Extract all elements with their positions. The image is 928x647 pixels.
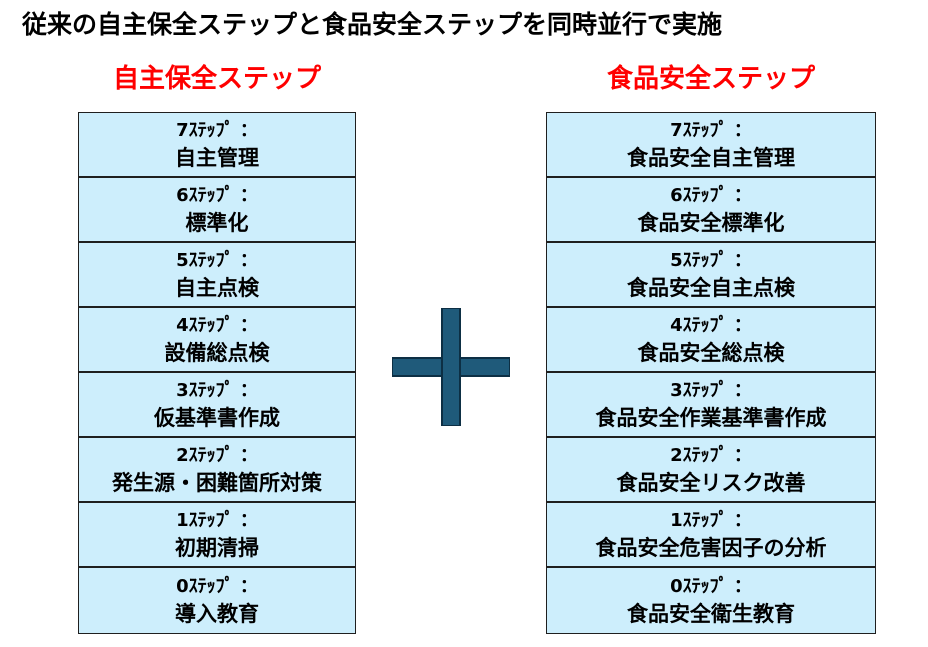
step-label: 1ｽﾃｯﾌﾟ ： [670,509,752,531]
step-name: 初期清掃 [175,535,259,560]
step-name: 自主管理 [175,145,259,170]
left-step-3: 3ｽﾃｯﾌﾟ ： 仮基準書作成 [79,373,355,438]
step-label: 6ｽﾃｯﾌﾟ ： [670,184,752,206]
step-name: 発生源・困難箇所対策 [112,470,322,495]
right-column-heading: 食品安全ステップ [606,64,815,94]
step-label: 7ｽﾃｯﾌﾟ ： [670,119,752,141]
step-name: 設備総点検 [164,340,270,365]
left-step-7: 7ｽﾃｯﾌﾟ ： 自主管理 [79,113,355,178]
autonomous-maintenance-steps: 7ｽﾃｯﾌﾟ ： 自主管理 6ｽﾃｯﾌﾟ ： 標準化 5ｽﾃｯﾌﾟ ： 自主点検… [78,112,356,634]
left-step-4: 4ｽﾃｯﾌﾟ ： 設備総点検 [79,308,355,373]
step-label: 2ｽﾃｯﾌﾟ ： [670,444,752,466]
step-label: 4ｽﾃｯﾌﾟ ： [670,314,752,336]
step-label: 7ｽﾃｯﾌﾟ ： [176,119,258,141]
right-step-5: 5ｽﾃｯﾌﾟ ： 食品安全自主点検 [547,243,875,308]
step-label: 5ｽﾃｯﾌﾟ ： [670,249,752,271]
step-label: 4ｽﾃｯﾌﾟ ： [176,314,258,336]
plus-icon [392,308,510,426]
left-step-6: 6ｽﾃｯﾌﾟ ： 標準化 [79,178,355,243]
step-name: 食品安全自主点検 [627,275,795,300]
step-name: 食品安全作業基準書作成 [595,405,827,430]
page-title: 従来の自主保全ステップと食品安全ステップを同時並行で実施 [22,10,723,39]
step-label: 3ｽﾃｯﾌﾟ ： [176,379,258,401]
step-name: 仮基準書作成 [154,405,280,430]
right-step-0: 0ｽﾃｯﾌﾟ ： 食品安全衛生教育 [547,568,875,633]
step-name: 食品安全総点検 [637,340,785,365]
left-step-0: 0ｽﾃｯﾌﾟ ： 導入教育 [79,568,355,633]
left-step-1: 1ｽﾃｯﾌﾟ ： 初期清掃 [79,503,355,568]
left-step-5: 5ｽﾃｯﾌﾟ ： 自主点検 [79,243,355,308]
left-step-2: 2ｽﾃｯﾌﾟ ： 発生源・困難箇所対策 [79,438,355,503]
right-step-3: 3ｽﾃｯﾌﾟ ： 食品安全作業基準書作成 [547,373,875,438]
right-step-7: 7ｽﾃｯﾌﾟ ： 食品安全自主管理 [547,113,875,178]
right-step-1: 1ｽﾃｯﾌﾟ ： 食品安全危害因子の分析 [547,503,875,568]
right-step-6: 6ｽﾃｯﾌﾟ ： 食品安全標準化 [547,178,875,243]
step-name: 食品安全リスク改善 [616,470,806,495]
step-label: 2ｽﾃｯﾌﾟ ： [176,444,258,466]
step-name: 自主点検 [175,275,259,300]
step-label: 0ｽﾃｯﾌﾟ ： [670,575,752,597]
step-name: 食品安全自主管理 [627,145,795,170]
right-step-4: 4ｽﾃｯﾌﾟ ： 食品安全総点検 [547,308,875,373]
step-name: 導入教育 [175,601,259,626]
step-name: 食品安全標準化 [637,210,785,235]
step-label: 5ｽﾃｯﾌﾟ ： [176,249,258,271]
step-name: 食品安全危害因子の分析 [595,535,827,560]
food-safety-steps: 7ｽﾃｯﾌﾟ ： 食品安全自主管理 6ｽﾃｯﾌﾟ ： 食品安全標準化 5ｽﾃｯﾌ… [546,112,876,634]
step-name: 標準化 [185,210,249,235]
step-label: 3ｽﾃｯﾌﾟ ： [670,379,752,401]
step-label: 6ｽﾃｯﾌﾟ ： [176,184,258,206]
step-name: 食品安全衛生教育 [627,601,795,626]
step-label: 1ｽﾃｯﾌﾟ ： [176,509,258,531]
step-label: 0ｽﾃｯﾌﾟ ： [176,575,258,597]
right-step-2: 2ｽﾃｯﾌﾟ ： 食品安全リスク改善 [547,438,875,503]
left-column-heading: 自主保全ステップ [112,64,321,94]
